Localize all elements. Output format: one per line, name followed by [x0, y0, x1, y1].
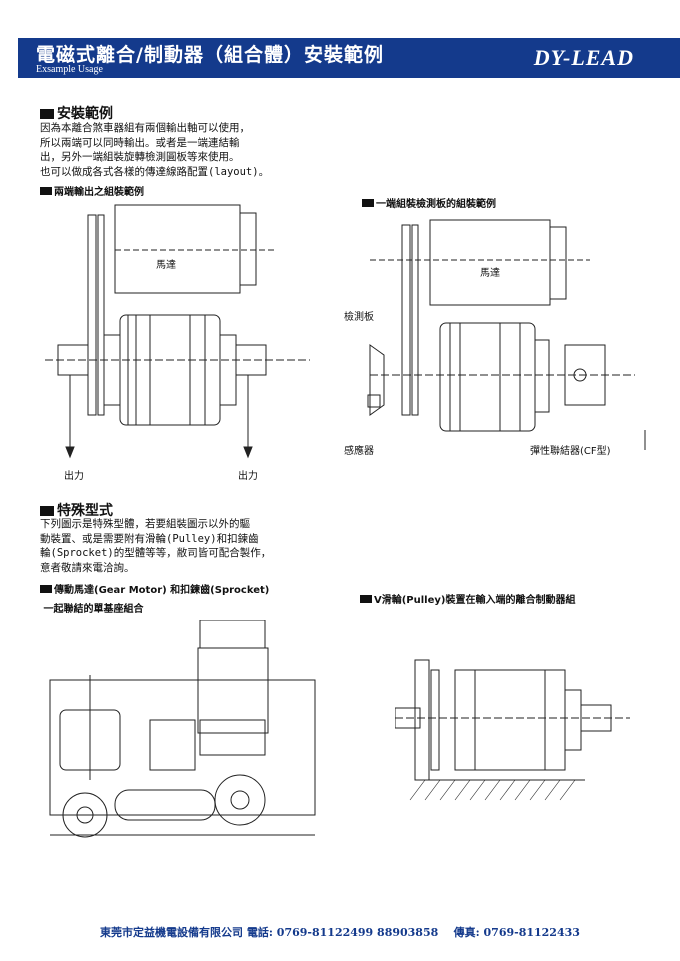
footer-phone: 0769-81122499 88903858 — [276, 926, 439, 939]
section2-heading: 特殊型式 — [40, 500, 113, 520]
fig2-plate-label: 檢測板 — [344, 312, 374, 323]
fig3-drawing — [49, 620, 316, 838]
fig1-motor-label: 馬達 — [156, 260, 176, 271]
fig2-coupling-label: 彈性聯結器(CF型) — [530, 446, 611, 457]
footer-contact: 東莞市定益機電設備有限公司 電話: 0769-81122499 88903858… — [0, 924, 680, 940]
section1-text: 因為本離合煞車器組有兩個輸出軸可以使用， 所以兩端可以同時輸出。或者是一端連結輸… — [40, 122, 270, 178]
footer-phone-label: 電話: — [246, 926, 273, 939]
bullet-square-icon — [40, 108, 54, 119]
bullet-square-icon — [40, 584, 52, 593]
section2-text: 下列圖示是特殊型體，若要組裝圖示以外的驅 動裝置、或是需要附有滑輪(Pulley… — [40, 518, 272, 574]
page-header: 電磁式離合/制動器（組合體）安裝範例 Exsample Usage DY-LEA… — [0, 0, 680, 86]
fig2-drawing — [367, 219, 646, 450]
fig4-caption: V滑輪(Pulley)裝置在輸入端的離合制動器組 — [360, 588, 575, 607]
fig1-drawing — [45, 204, 310, 459]
bullet-square-icon — [40, 505, 54, 516]
bullet-square-icon — [40, 186, 52, 195]
footer-fax: 0769-81122433 — [483, 926, 580, 939]
fig3-caption: 傳動馬達(Gear Motor) 和扣鍊齒(Sprocket) 一起聯結的單基座… — [40, 578, 269, 616]
fig4-drawing — [395, 659, 630, 801]
header-band — [18, 38, 680, 78]
fig1-output-right-label: 出力 — [238, 471, 258, 482]
bullet-square-icon — [362, 198, 374, 207]
page-title: 電磁式離合/制動器（組合體）安裝範例 — [36, 44, 384, 66]
fig1-output-left-label: 出力 — [64, 471, 84, 482]
fig1-caption: 兩端輸出之組裝範例 — [40, 180, 144, 199]
footer-company: 東莞市定益機電設備有限公司 — [100, 926, 244, 939]
fig2-caption: 一端組裝檢測板的組裝範例 — [362, 192, 496, 211]
fig2-motor-label: 馬達 — [480, 268, 500, 279]
brand-logo: DY-LEAD — [533, 45, 634, 70]
bullet-square-icon — [360, 594, 372, 603]
fig2-sensor-label: 感應器 — [344, 446, 374, 457]
page-subtitle: Exsample Usage — [36, 64, 103, 75]
footer-fax-label: 傳真: — [453, 926, 480, 939]
section1-heading: 安裝範例 — [40, 103, 113, 123]
